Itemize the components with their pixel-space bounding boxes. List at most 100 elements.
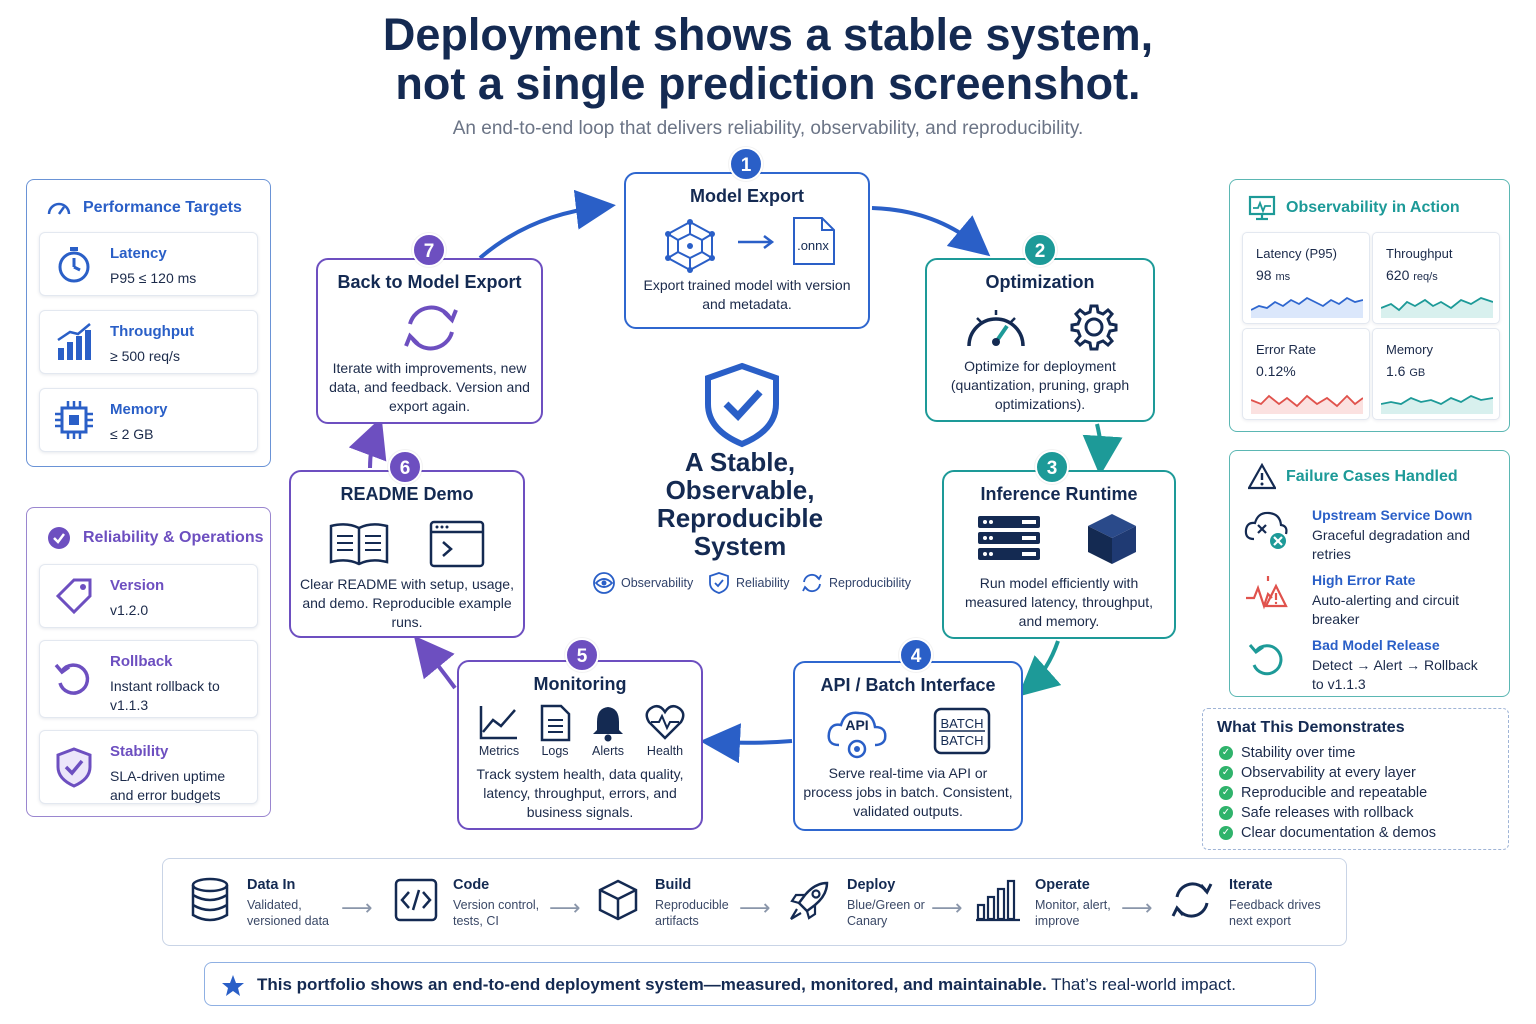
metric-error-rate: Error Rate 0.12% bbox=[1242, 328, 1370, 420]
cloud-error-icon bbox=[1244, 511, 1288, 549]
pipeline-operate-desc: Monitor, alert,improve bbox=[1035, 897, 1111, 929]
rollback-value: Instant rollback to v1.1.3 bbox=[110, 678, 220, 713]
step-3-badge: 3 bbox=[1035, 450, 1069, 484]
pipeline-data-in-desc-2: versioned data bbox=[247, 914, 330, 928]
demonstrates-title: What This Demonstrates bbox=[1217, 719, 1405, 736]
page-subtitle: An end-to-end loop that delivers reliabi… bbox=[452, 118, 1084, 139]
cloud-api-icon bbox=[827, 711, 887, 759]
metric-throughput-unit: req/s bbox=[1413, 271, 1438, 283]
small-shield-icon bbox=[709, 572, 729, 594]
pipeline-data-in-desc-1: Validated, bbox=[247, 898, 302, 912]
step-monitoring: Monitoring Metrics Logs Alerts Health Tr… bbox=[457, 660, 703, 830]
pipeline-build-desc-1: Reproducible bbox=[655, 898, 729, 912]
metric-error-rate-value: 0.12% bbox=[1256, 363, 1296, 379]
metric-throughput: Throughput 620 req/s bbox=[1372, 232, 1500, 324]
observability-header: Observability in Action bbox=[1248, 194, 1460, 222]
error-rate-sparkline bbox=[1251, 394, 1363, 414]
metric-latency-number: 98 bbox=[1256, 267, 1272, 283]
step-back-to-model-export: Back to Model Export Iterate with improv… bbox=[316, 258, 543, 424]
performance-targets-panel: Performance Targets Latency P95 ≤ 120 ms… bbox=[26, 179, 271, 467]
step-3-desc: Run model efficiently with measured late… bbox=[964, 575, 1154, 629]
pipeline-strip: Data In Validated,versioned data ⟶ Code … bbox=[162, 858, 1347, 946]
batch-label-top: BATCH bbox=[940, 716, 984, 731]
step-1-title: Model Export bbox=[689, 186, 804, 206]
latency-card: Latency P95 ≤ 120 ms bbox=[39, 232, 258, 296]
monitor-icon bbox=[1248, 195, 1276, 221]
demonstrates-item-text: Observability at every layer bbox=[1241, 765, 1416, 781]
metric-error-rate-label: Error Rate bbox=[1256, 342, 1316, 357]
metric-memory-unit: GB bbox=[1409, 367, 1426, 379]
step-4-desc: Serve real-time via API or process jobs … bbox=[803, 765, 1013, 819]
demonstrates-item: ✓Stability over time bbox=[1219, 743, 1436, 763]
check-icon: ✓ bbox=[1219, 746, 1233, 760]
step-6-title: README Demo bbox=[340, 484, 474, 504]
reliability-header: Reliability & Operations bbox=[45, 524, 263, 552]
metric-memory-value: 1.6 GB bbox=[1386, 363, 1425, 379]
health-heart-icon bbox=[645, 704, 685, 740]
stopwatch-icon bbox=[58, 247, 90, 283]
gauge-icon bbox=[47, 202, 71, 215]
stability-card: Stability SLA-driven uptime and error bu… bbox=[39, 730, 258, 804]
step-6-desc: Clear README with setup, usage, and demo… bbox=[300, 576, 514, 630]
title-line-2: not a single prediction screenshot. bbox=[395, 58, 1141, 109]
legend-reliability: Reliability bbox=[707, 571, 790, 595]
open-book-icon bbox=[329, 523, 389, 566]
memory-sparkline bbox=[1381, 394, 1493, 414]
metric-memory-number: 1.6 bbox=[1386, 363, 1406, 379]
failure-cases-title: Failure Cases Handled bbox=[1286, 468, 1458, 485]
iterate-cycle-icon bbox=[1171, 882, 1213, 918]
check-icon: ✓ bbox=[1219, 826, 1233, 840]
demonstrates-item: ✓Safe releases with rollback bbox=[1219, 803, 1436, 823]
step-2-badge: 2 bbox=[1023, 233, 1057, 267]
version-value: v1.2.0 bbox=[110, 602, 149, 618]
pipeline-iterate-desc-2: next export bbox=[1229, 914, 1291, 928]
pipeline-code-desc: Version control,tests, CI bbox=[453, 897, 539, 929]
refresh-cycle-icon bbox=[404, 305, 458, 351]
metric-latency-value: 98 ms bbox=[1256, 267, 1290, 283]
legend-reproducibility-label: Reproducibility bbox=[829, 576, 911, 590]
bar-chart-icon bbox=[57, 323, 91, 360]
step-2-title: Optimization bbox=[985, 272, 1095, 292]
network-model-icon bbox=[665, 219, 715, 273]
failure-cases-header: Failure Cases Handled bbox=[1248, 463, 1458, 491]
center-shield-icon bbox=[705, 362, 779, 448]
failure-error-rate-desc: Auto-alerting and circuit breaker bbox=[1312, 592, 1460, 627]
pipeline-arrow: ⟶ bbox=[341, 895, 373, 920]
arrow-5-to-6 bbox=[413, 635, 457, 690]
reliability-title: Reliability & Operations bbox=[83, 529, 264, 546]
demonstrates-item: ✓ Clear documentation & demos bbox=[1219, 823, 1436, 843]
pipeline-operate-title: Operate bbox=[1035, 877, 1090, 893]
speedometer-icon bbox=[967, 310, 1025, 347]
demonstrates-item: ✓Observability at every layer bbox=[1219, 763, 1436, 783]
chip-icon bbox=[55, 401, 93, 439]
step-3-title: Inference Runtime bbox=[980, 484, 1138, 504]
legend-observability: Observability bbox=[592, 571, 693, 595]
monitoring-item-alerts: Alerts bbox=[592, 744, 624, 758]
title-line-1: Deployment shows a stable system, bbox=[382, 9, 1154, 60]
rollback-label: Rollback bbox=[110, 653, 173, 670]
center-title: A Stable, Observable, Reproducible Syste… bbox=[656, 447, 824, 561]
code-icon bbox=[394, 878, 438, 922]
what-this-demonstrates-box: What This Demonstrates ✓Stability over t… bbox=[1202, 708, 1509, 850]
logs-icon bbox=[540, 704, 571, 742]
step-model-export: Model Export .onnx Export trained model … bbox=[624, 172, 870, 329]
demonstrates-item-text: Reproducible and repeatable bbox=[1241, 785, 1428, 801]
rollback-card: Rollback Instant rollback to v1.1.3 bbox=[39, 640, 258, 718]
page-title: Deployment shows a stable system, not a … bbox=[0, 10, 1536, 108]
observability-panel: Observability in Action Latency (P95) 98… bbox=[1229, 179, 1510, 432]
step-5-title: Monitoring bbox=[533, 674, 627, 694]
gear-icon bbox=[1070, 304, 1118, 351]
pipeline-arrow: ⟶ bbox=[739, 895, 771, 920]
performance-targets-header: Performance Targets bbox=[45, 194, 242, 222]
monitoring-item-metrics: Metrics bbox=[478, 744, 520, 758]
pipeline-build-title: Build bbox=[655, 877, 692, 893]
metric-memory-label: Memory bbox=[1386, 342, 1433, 357]
demonstrates-item: ✓Reproducible and repeatable bbox=[1219, 783, 1436, 803]
pipeline-arrow: ⟶ bbox=[931, 895, 963, 920]
demonstrates-item-text: Clear documentation & demos bbox=[1241, 825, 1437, 841]
onnx-file-label: .onnx bbox=[797, 238, 829, 253]
step-1-desc: Export trained model with version and me… bbox=[643, 277, 851, 312]
pipeline-iterate-title: Iterate bbox=[1229, 877, 1273, 893]
